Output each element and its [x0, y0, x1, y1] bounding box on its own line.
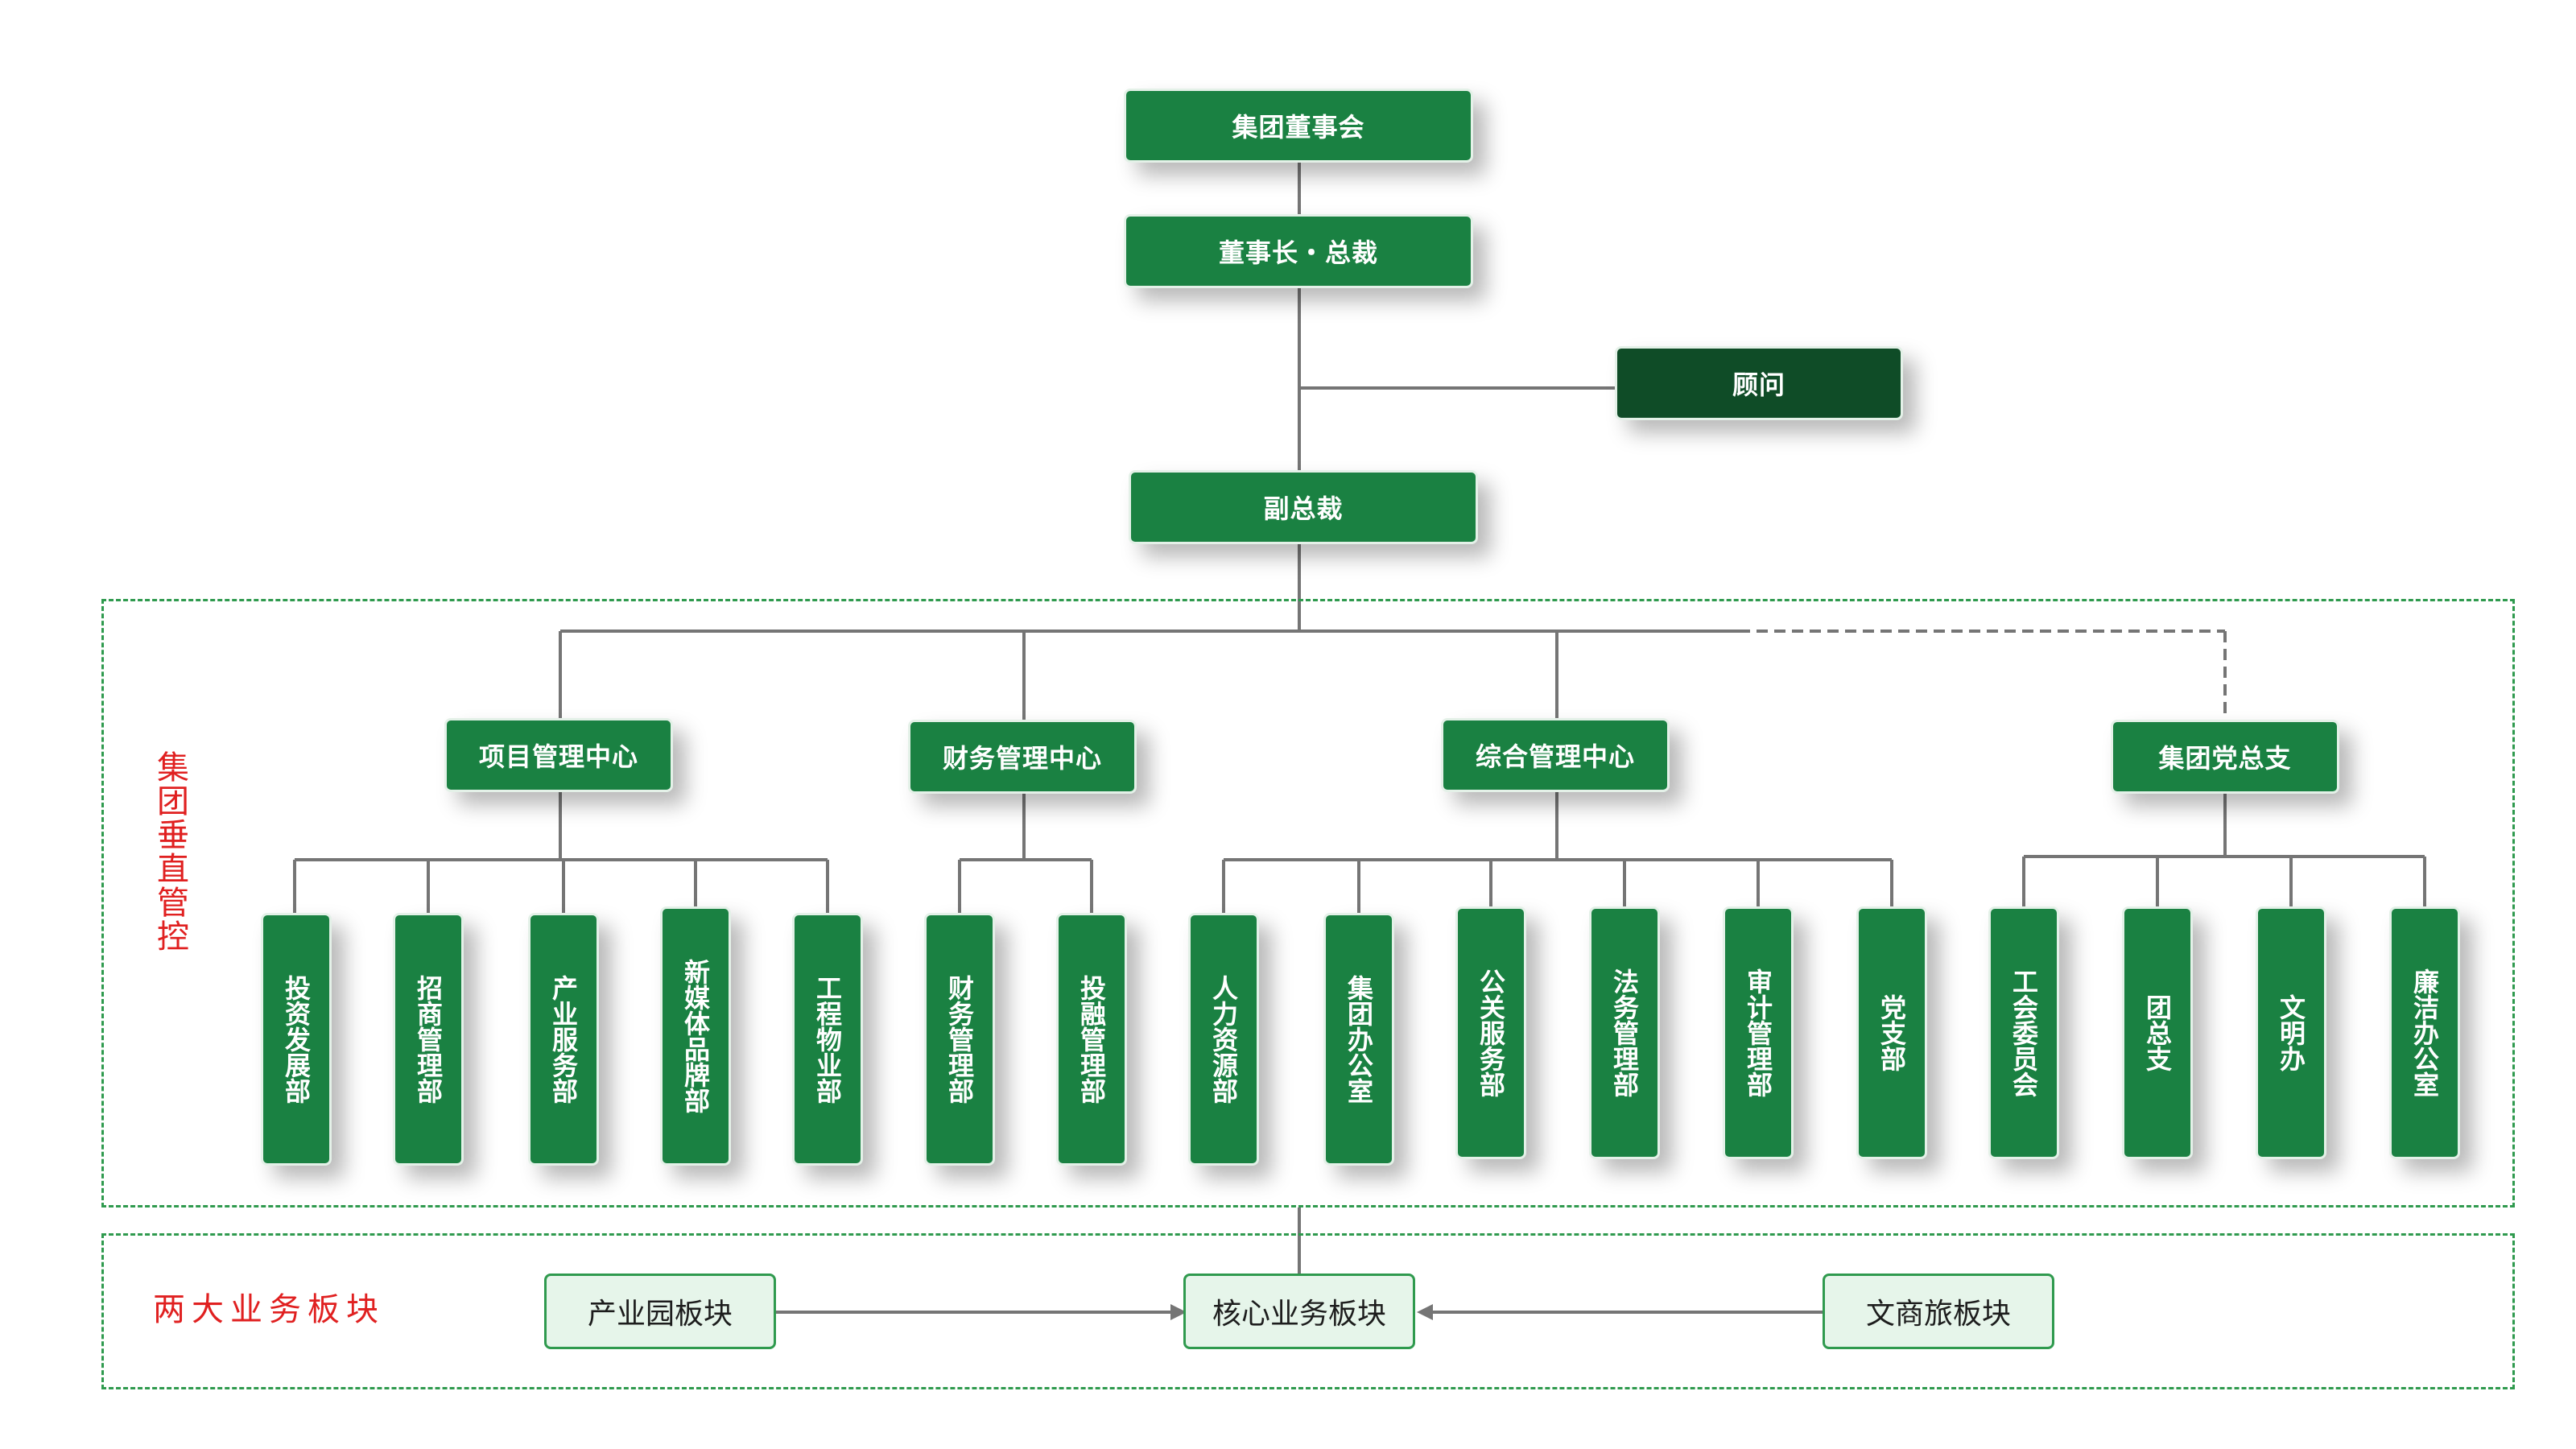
- department-box: 新媒体品牌部: [660, 906, 731, 1166]
- project-management-center: 项目管理中心: [444, 718, 673, 792]
- department-box: 廉洁办公室: [2389, 906, 2460, 1159]
- zone-label-vertical-control: 集团垂直管控: [151, 750, 188, 953]
- department-box: 产业服务部: [528, 913, 599, 1166]
- vertical-control-zone: [101, 599, 2515, 1208]
- business-segments-zone: [101, 1233, 2515, 1389]
- advisor-node: 顾问: [1615, 346, 1903, 420]
- department-box: 财务管理部: [924, 913, 995, 1166]
- department-box: 工会委员会: [1988, 906, 2059, 1159]
- industrial-park-segment: 产业园板块: [544, 1274, 776, 1349]
- department-box: 招商管理部: [393, 913, 464, 1166]
- department-box: 投融管理部: [1056, 913, 1127, 1166]
- culture-commerce-tourism-segment: 文商旅板块: [1823, 1274, 2054, 1349]
- department-box: 集团办公室: [1323, 913, 1394, 1166]
- core-business-segment: 核心业务板块: [1183, 1274, 1415, 1349]
- department-box: 人力资源部: [1188, 913, 1259, 1166]
- department-box: 工程物业部: [792, 913, 863, 1166]
- party-general-branch-center: 集团党总支: [2111, 720, 2339, 794]
- general-management-center: 综合管理中心: [1441, 718, 1670, 792]
- department-box: 审计管理部: [1723, 906, 1794, 1159]
- department-box: 团总支: [2122, 906, 2193, 1159]
- department-box: 文明办: [2256, 906, 2326, 1159]
- chairman-president-node: 董事长・总裁: [1124, 214, 1473, 288]
- department-box: 党支部: [1856, 906, 1927, 1159]
- department-box: 公关服务部: [1455, 906, 1526, 1159]
- department-box: 法务管理部: [1589, 906, 1660, 1159]
- department-box: 投资发展部: [261, 913, 332, 1166]
- zone-label-business-segments: 两大业务板块: [153, 1291, 385, 1328]
- board-node: 集团董事会: [1124, 89, 1473, 163]
- finance-management-center: 财务管理中心: [908, 720, 1137, 794]
- vice-president-node: 副总裁: [1129, 470, 1478, 544]
